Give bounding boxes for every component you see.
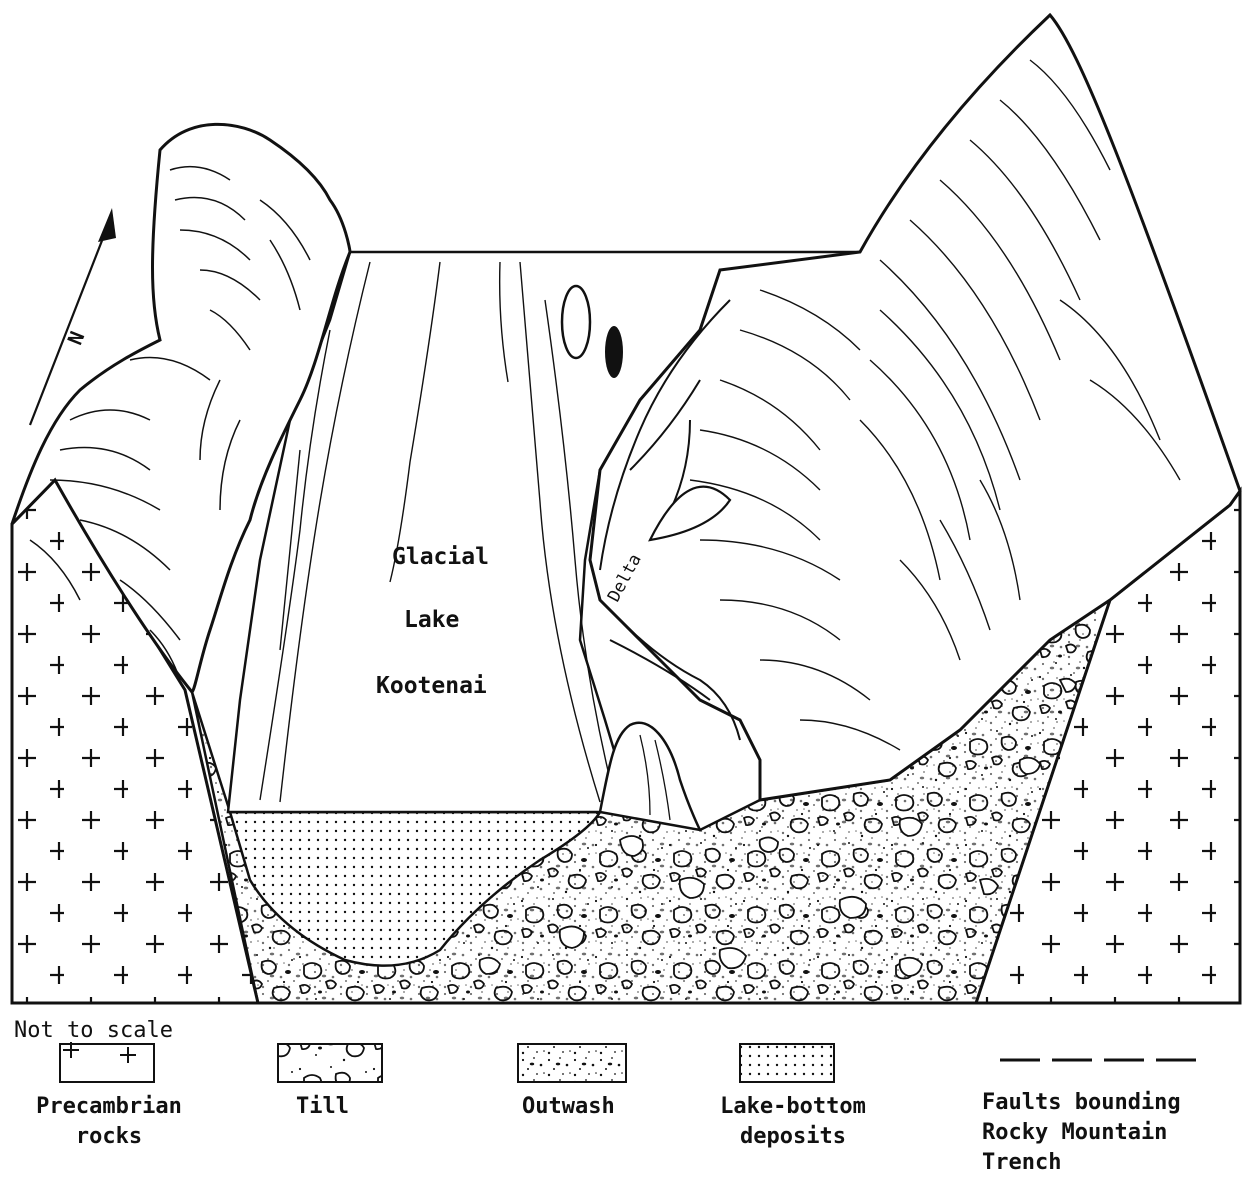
lake-label-lake: Lake: [404, 607, 459, 633]
island-1: [562, 286, 590, 358]
legend-swatch-till: [278, 1044, 382, 1082]
legend-swatch-precambrian: [60, 1042, 154, 1082]
legend-label-outwash: Outwash: [522, 1092, 615, 1122]
legend-label-lake-bottom: Lake-bottom deposits: [698, 1092, 888, 1152]
lake-label-glacial: Glacial: [392, 544, 489, 570]
island-2: [605, 326, 623, 378]
outlet-ridge: [600, 723, 700, 830]
legend-label-till: Till: [296, 1092, 349, 1122]
scale-note: Not to scale: [14, 1018, 173, 1043]
legend-label-precambrian: Precambrian rocks: [14, 1092, 204, 1152]
legend-label-faults: Faults bounding Rocky Mountain Trench: [982, 1088, 1181, 1178]
lake-label-kootenai: Kootenai: [376, 673, 487, 699]
legend-swatch-lake-bottom: [740, 1044, 834, 1082]
legend-swatch-outwash: [518, 1044, 626, 1082]
